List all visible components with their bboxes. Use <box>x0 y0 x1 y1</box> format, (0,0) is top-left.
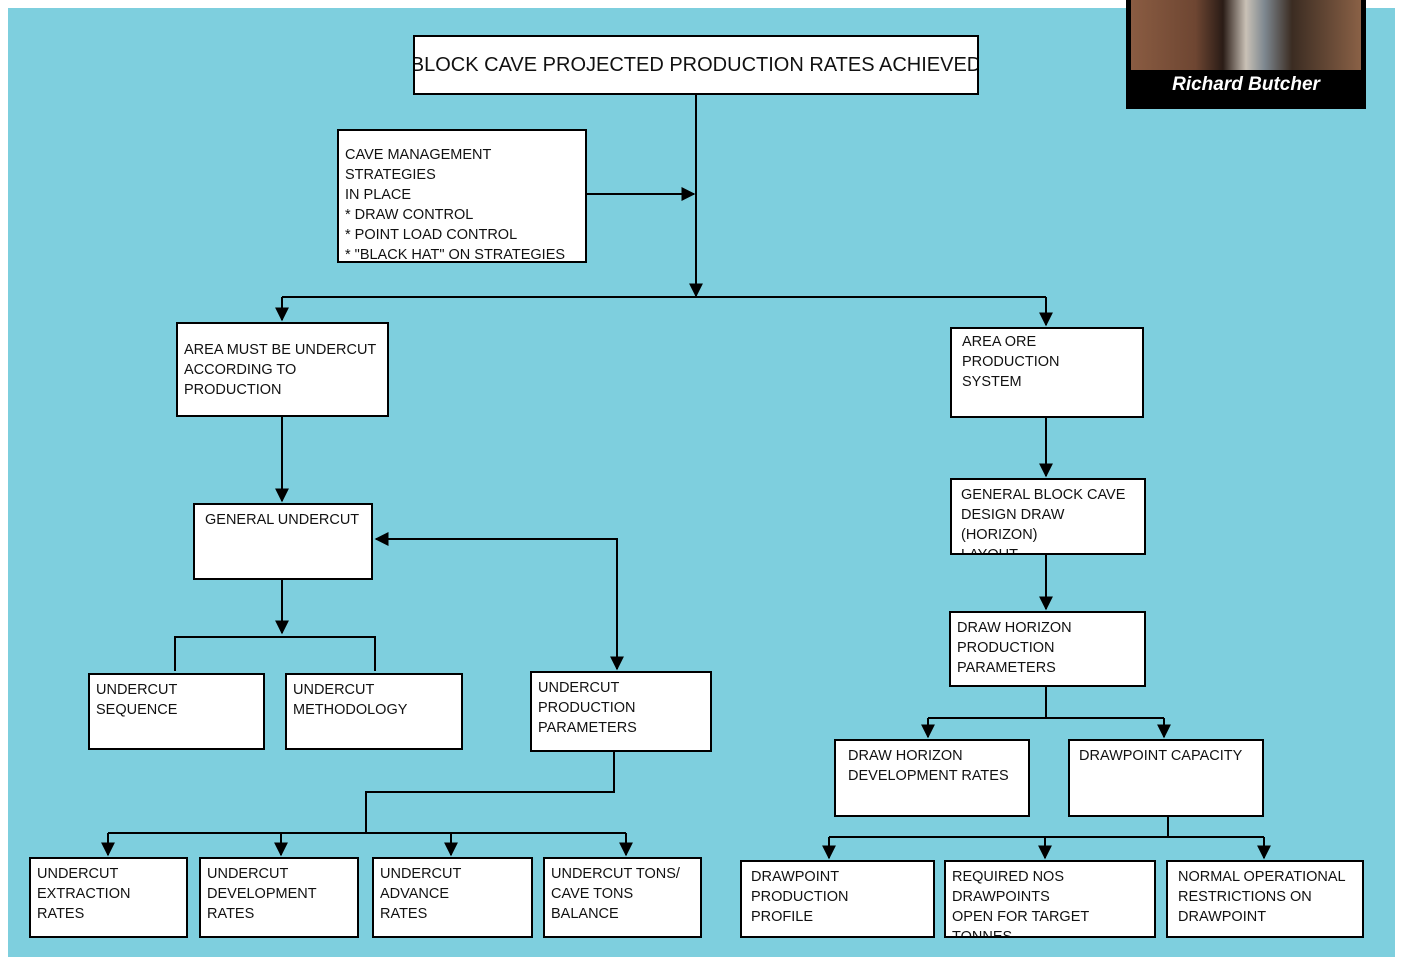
node-undercut-tons-balance: UNDERCUT TONS/ CAVE TONS BALANCE <box>543 857 702 938</box>
node-general-block-cave-layout: GENERAL BLOCK CAVE DESIGN DRAW (HORIZON)… <box>950 478 1146 555</box>
node-normal-operational-restrictions: NORMAL OPERATIONAL RESTRICTIONS ON DRAWP… <box>1166 860 1364 938</box>
node-top-goal: BLOCK CAVE PROJECTED PRODUCTION RATES AC… <box>413 35 979 95</box>
params-connector <box>365 752 615 833</box>
node-drawpoint-production-profile: DRAWPOINT PRODUCTION PROFILE <box>740 860 935 938</box>
node-undercut-sequence: UNDERCUT SEQUENCE <box>88 673 265 750</box>
node-area-ore-production: AREA ORE PRODUCTION SYSTEM <box>950 327 1144 418</box>
portrait-caption: Richard Butcher <box>1172 74 1320 95</box>
node-undercut-development-rates: UNDERCUT DEVELOPMENT RATES <box>199 857 359 938</box>
node-cave-management-strategies: CAVE MANAGEMENT STRATEGIES IN PLACE * DR… <box>337 129 587 263</box>
node-undercut-extraction-rates: UNDERCUT EXTRACTION RATES <box>29 857 188 938</box>
feedback-arrow <box>374 532 624 671</box>
node-area-must-be-undercut: AREA MUST BE UNDERCUT ACCORDING TO PRODU… <box>176 322 389 417</box>
node-general-undercut: GENERAL UNDERCUT <box>193 503 373 580</box>
node-required-drawpoints: REQUIRED NOS DRAWPOINTS OPEN FOR TARGET … <box>944 860 1156 938</box>
node-drawpoint-capacity: DRAWPOINT CAPACITY <box>1068 739 1264 817</box>
portrait-photo: Richard Butcher <box>1126 0 1366 109</box>
node-undercut-advance-rates: UNDERCUT ADVANCE RATES <box>372 857 533 938</box>
undercut-split-bracket <box>174 636 376 671</box>
node-draw-horizon-production-parameters: DRAW HORIZON PRODUCTION PARAMETERS <box>949 611 1146 687</box>
node-undercut-production-parameters: UNDERCUT PRODUCTION PARAMETERS <box>530 671 712 752</box>
node-draw-horizon-development-rates: DRAW HORIZON DEVELOPMENT RATES <box>834 739 1030 817</box>
node-undercut-methodology: UNDERCUT METHODOLOGY <box>285 673 463 750</box>
portrait-image <box>1131 0 1361 70</box>
